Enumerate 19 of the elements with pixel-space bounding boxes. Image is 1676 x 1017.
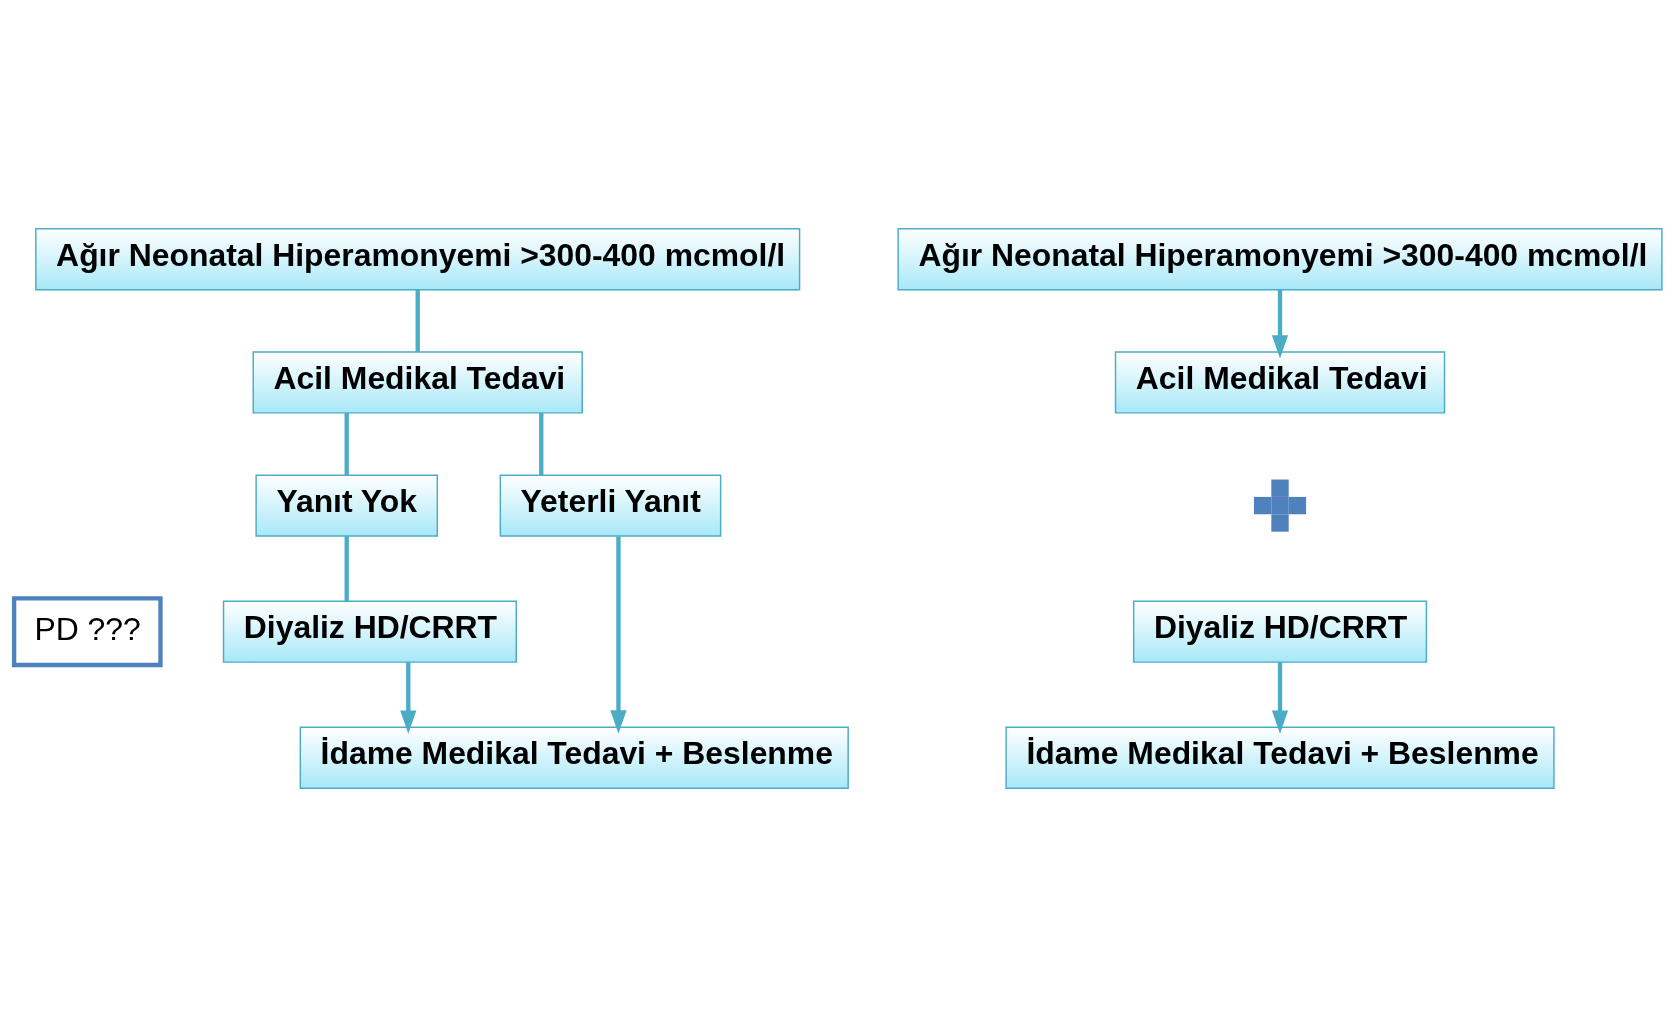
- node-box: Ağır Neonatal Hiperamonyemi >300-400 mcmol/l: [35, 228, 801, 291]
- connector: [415, 289, 420, 352]
- node-box: PD ???: [11, 596, 163, 668]
- arrow: [1271, 289, 1289, 359]
- node-box: Yeterli Yanıt: [499, 474, 722, 537]
- arrow: [1271, 662, 1289, 734]
- arrow: [400, 662, 417, 734]
- arrow: [610, 536, 627, 734]
- node-box: Diyaliz HD/CRRT: [1132, 600, 1428, 663]
- node-box: Yanıt Yok: [255, 474, 438, 537]
- node-box: Acil Medikal Tedavi: [252, 351, 583, 414]
- node-box: İdame Medikal Tedavi + Beslenme: [299, 726, 849, 789]
- connector: [344, 412, 349, 476]
- node-box: Acil Medikal Tedavi: [1114, 351, 1446, 414]
- node-box: Ağır Neonatal Hiperamonyemi >300-400 mcmol/l: [897, 228, 1663, 291]
- node-box: Diyaliz HD/CRRT: [222, 600, 517, 663]
- connector: [539, 412, 544, 476]
- connector: [344, 536, 349, 601]
- node-box: İdame Medikal Tedavi + Beslenme: [1005, 726, 1555, 789]
